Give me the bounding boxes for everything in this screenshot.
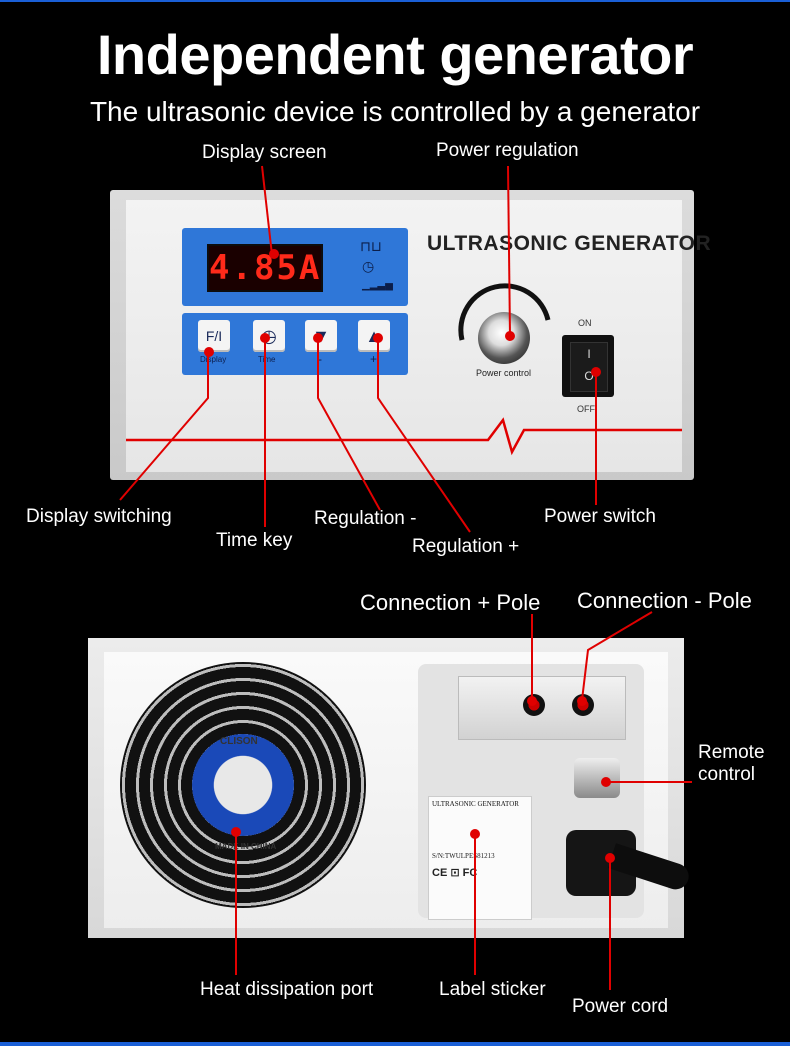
power-switch[interactable]: I O (570, 342, 608, 392)
top-border (0, 0, 790, 2)
fan-hub (192, 734, 294, 836)
callout-connection-plus: Connection + Pole (360, 590, 541, 615)
sticker-marker (470, 829, 480, 839)
sticker-serial: S/N:TWULPES81213 (432, 852, 495, 860)
callout-regulation-plus: Regulation + (412, 536, 520, 557)
remote-marker (601, 777, 611, 787)
power-regulation-marker (505, 331, 515, 341)
positive-pole-marker (527, 696, 537, 706)
minus-key-marker (313, 333, 323, 343)
callout-connection-minus: Connection - Pole (577, 588, 752, 613)
display-key-caption: Display (200, 355, 227, 364)
fan-made-in: MADE IN CHINA (215, 842, 277, 851)
switch-off-mark: O (584, 369, 594, 383)
certification-marks: CE ⊡ FC (432, 867, 478, 879)
bottom-border (0, 1042, 790, 1046)
time-key-marker (260, 333, 270, 343)
callout-heat-dissipation: Heat dissipation port (200, 979, 374, 1000)
plus-key-caption: + (370, 352, 378, 366)
remote-control-connector (574, 758, 620, 798)
negative-pole-marker (577, 696, 587, 706)
knob-label: Power control (476, 368, 532, 378)
clock-icon: ◷ (362, 258, 375, 274)
switch-on-mark: I (587, 347, 591, 361)
callout-remote-line2: control (698, 764, 756, 785)
sticker-title: ULTRASONIC GENERATOR (432, 800, 519, 808)
power-switch-marker (591, 367, 601, 377)
display-screen-marker (269, 249, 279, 259)
label-sticker (428, 796, 532, 920)
waveform-icon: ⊓⊔ (360, 238, 382, 254)
page-subtitle: The ultrasonic device is controlled by a… (89, 96, 701, 127)
power-cord-marker (605, 853, 615, 863)
callout-power-switch: Power switch (544, 506, 656, 527)
power-control-knob[interactable] (478, 312, 530, 364)
callout-time-key: Time key (216, 530, 293, 551)
switch-off-label: OFF (577, 404, 595, 414)
display-screen: 4.85A (207, 244, 323, 292)
minus-key-caption: - (318, 352, 322, 366)
brand-label: ULTRASONIC GENERATOR (427, 232, 712, 255)
callout-remote-line1: Remote (698, 742, 765, 763)
callout-display-screen: Display screen (202, 142, 327, 163)
callout-power-regulation: Power regulation (436, 140, 579, 161)
time-key-caption: Time (258, 355, 276, 364)
fan-brand: CLISON (220, 736, 258, 747)
page-title: Independent generator (96, 23, 694, 86)
display-key-marker (204, 347, 214, 357)
callout-regulation-minus: Regulation - (314, 508, 417, 529)
switch-on-label: ON (578, 318, 592, 328)
signal-bars-icon: ▁▂▃▅ (362, 280, 393, 291)
callout-label-sticker: Label sticker (439, 979, 546, 1000)
display-switch-key[interactable]: F/I (198, 320, 230, 352)
callout-power-cord: Power cord (572, 996, 669, 1017)
heat-port-marker (231, 827, 241, 837)
plus-key-marker (373, 333, 383, 343)
callout-display-switching: Display switching (26, 506, 172, 527)
